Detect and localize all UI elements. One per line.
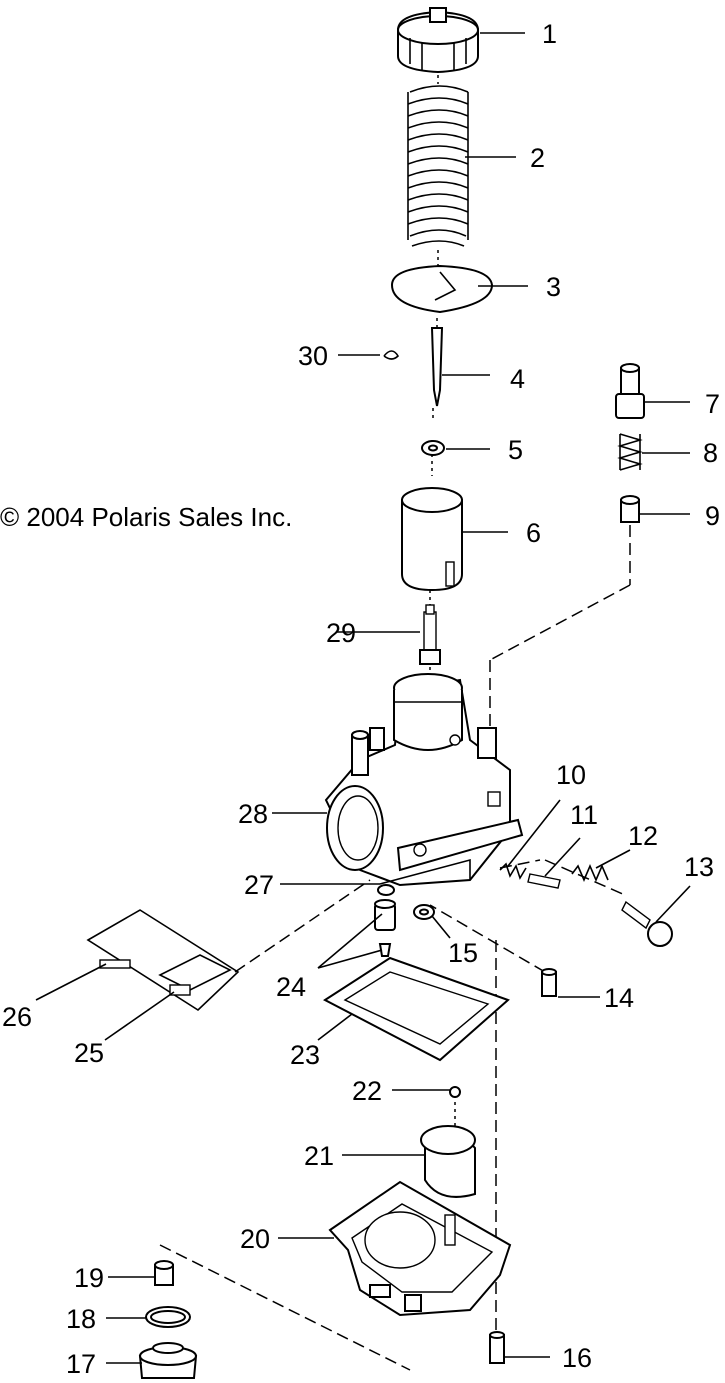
part-idle-spring <box>571 863 609 883</box>
part-needle-jet <box>419 604 441 665</box>
part-float-valve <box>374 899 396 957</box>
callout-27: 27 <box>244 870 274 900</box>
part-cap <box>397 7 479 74</box>
callout-6: 6 <box>526 518 541 548</box>
part-float-pin <box>449 1086 461 1098</box>
callout-23: 23 <box>290 1040 320 1070</box>
part-washer <box>421 440 445 456</box>
callout-labels: 1 2 3 4 5 6 7 8 9 10 11 12 13 14 15 16 1… <box>2 19 720 1379</box>
part-pilot-screw <box>527 873 561 889</box>
part-plunger <box>620 495 640 523</box>
callout-3: 3 <box>546 272 561 302</box>
part-float-arm-assembly <box>86 909 240 1012</box>
part-gasket <box>323 956 510 1062</box>
callout-21: 21 <box>304 1141 334 1171</box>
part-float <box>420 1125 476 1198</box>
callout-18: 18 <box>66 1304 96 1334</box>
callout-28: 28 <box>238 799 268 829</box>
callout-24: 24 <box>276 972 306 1002</box>
callout-17: 17 <box>66 1349 96 1379</box>
callout-5: 5 <box>508 435 523 465</box>
callout-8: 8 <box>703 438 718 468</box>
copyright-text: © 2004 Polaris Sales Inc. <box>0 502 292 532</box>
part-plate <box>390 264 494 314</box>
callout-29: 29 <box>326 618 356 648</box>
callout-22: 22 <box>352 1076 382 1106</box>
part-o-ring <box>145 1306 191 1328</box>
part-adjuster-fitting <box>615 363 645 419</box>
callout-14: 14 <box>604 983 634 1013</box>
part-washer-small <box>377 884 395 896</box>
callout-10: 10 <box>556 760 586 790</box>
part-idle-screw <box>621 900 673 947</box>
callout-15: 15 <box>448 938 478 968</box>
callout-9: 9 <box>705 501 720 531</box>
callout-2: 2 <box>530 143 545 173</box>
callout-16: 16 <box>562 1343 592 1373</box>
part-o-ring-small <box>413 904 435 920</box>
part-slide <box>401 487 463 592</box>
callout-26: 26 <box>2 1002 32 1032</box>
callout-20: 20 <box>240 1224 270 1254</box>
callout-4: 4 <box>510 364 525 394</box>
callout-25: 25 <box>74 1038 104 1068</box>
part-needle <box>430 327 444 407</box>
part-bowl-screw <box>489 1331 505 1364</box>
part-pilot-jet <box>541 968 557 997</box>
part-spring <box>407 85 469 247</box>
callout-12: 12 <box>628 821 658 851</box>
part-carburetor-body <box>324 673 524 887</box>
part-drain-plug <box>138 1342 198 1379</box>
part-pilot-spring <box>499 862 527 880</box>
callout-11: 11 <box>570 800 598 830</box>
part-float-bowl <box>328 1180 512 1317</box>
leader-lines <box>35 32 691 1364</box>
callout-30: 30 <box>298 341 328 371</box>
part-clip <box>383 350 400 360</box>
callout-7: 7 <box>705 389 720 419</box>
callout-19: 19 <box>74 1263 104 1293</box>
part-small-spring <box>617 433 643 471</box>
callout-1: 1 <box>542 19 557 49</box>
callout-13: 13 <box>684 852 714 882</box>
part-main-jet <box>154 1260 174 1286</box>
